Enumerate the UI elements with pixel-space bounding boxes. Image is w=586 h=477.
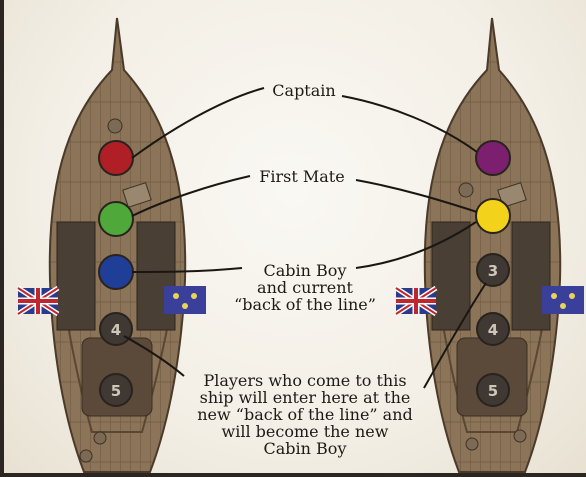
fleur-flag-left — [164, 286, 206, 314]
right-seat-4-number: 4 — [488, 321, 498, 339]
right-first-mate-seat — [476, 199, 510, 233]
label-players-line-3: new “back of the line” and — [176, 406, 434, 423]
label-players-line-4: will become the new — [176, 423, 434, 440]
label-captain: Captain — [264, 82, 344, 99]
union-flag-left — [18, 288, 58, 314]
right-seat-3-number: 3 — [488, 262, 498, 280]
union-flag-right — [396, 288, 436, 314]
label-cabin-boy-line-3: “back of the line” — [230, 296, 380, 313]
left-cabin-boy-seat — [99, 255, 133, 289]
label-cabin-boy-line-2: and current — [230, 279, 380, 296]
label-first-mate: First Mate — [250, 168, 354, 185]
label-cabin-boy: Cabin Boy and current “back of the line” — [230, 262, 380, 313]
label-players-line-2: ship will enter here at the — [176, 389, 434, 406]
fleur-flag-right — [542, 286, 584, 314]
right-captain-seat — [476, 141, 510, 175]
left-seat-5-number: 5 — [111, 382, 121, 400]
left-seat-4-number: 4 — [111, 321, 121, 339]
left-captain-seat — [99, 141, 133, 175]
label-cabin-boy-line-1: Cabin Boy — [230, 262, 380, 279]
right-seat-5-number: 5 — [488, 382, 498, 400]
left-first-mate-seat — [99, 202, 133, 236]
label-players-line-1: Players who come to this — [176, 372, 434, 389]
label-players-line-5: Cabin Boy — [176, 440, 434, 457]
label-players: Players who come to this ship will enter… — [176, 372, 434, 457]
